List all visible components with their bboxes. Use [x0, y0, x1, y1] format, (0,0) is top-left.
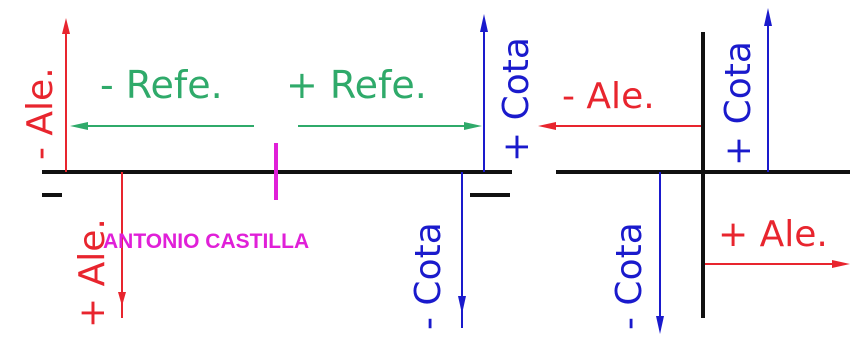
neg-ale-left-label: - Ale.: [20, 67, 61, 160]
neg-cota-right-label: - Cota: [609, 222, 650, 330]
pos-cota-left-label: + Cota: [496, 37, 537, 162]
pos-cota-right-label: + Cota: [718, 41, 759, 166]
pos-ale-right-arrowhead: [832, 260, 850, 268]
neg-cota-right-arrowhead: [656, 316, 664, 334]
neg-cota-left-label: - Cota: [408, 222, 449, 330]
neg-ale-right-arrowhead: [538, 122, 556, 130]
pos-cota-right-arrowhead: [764, 8, 772, 26]
pos-ale-right-label: + Ale.: [718, 214, 828, 255]
neg-refe-arrowhead: [70, 122, 88, 130]
neg-ale-right-label: - Ale.: [562, 76, 655, 117]
neg-refe-label: - Refe.: [100, 63, 223, 107]
pos-refe-label: + Refe.: [286, 63, 427, 107]
pos-refe-arrowhead: [464, 122, 482, 130]
author-watermark: ANTONIO CASTILLA: [103, 230, 309, 253]
pos-ale-left-arrowhead: [118, 292, 126, 306]
pos-ale-left-label: + Ale.: [72, 218, 113, 328]
neg-cota-left-arrowhead: [458, 296, 466, 314]
pos-cota-left-arrowhead: [480, 14, 488, 32]
neg-ale-left-arrowhead: [62, 18, 70, 34]
